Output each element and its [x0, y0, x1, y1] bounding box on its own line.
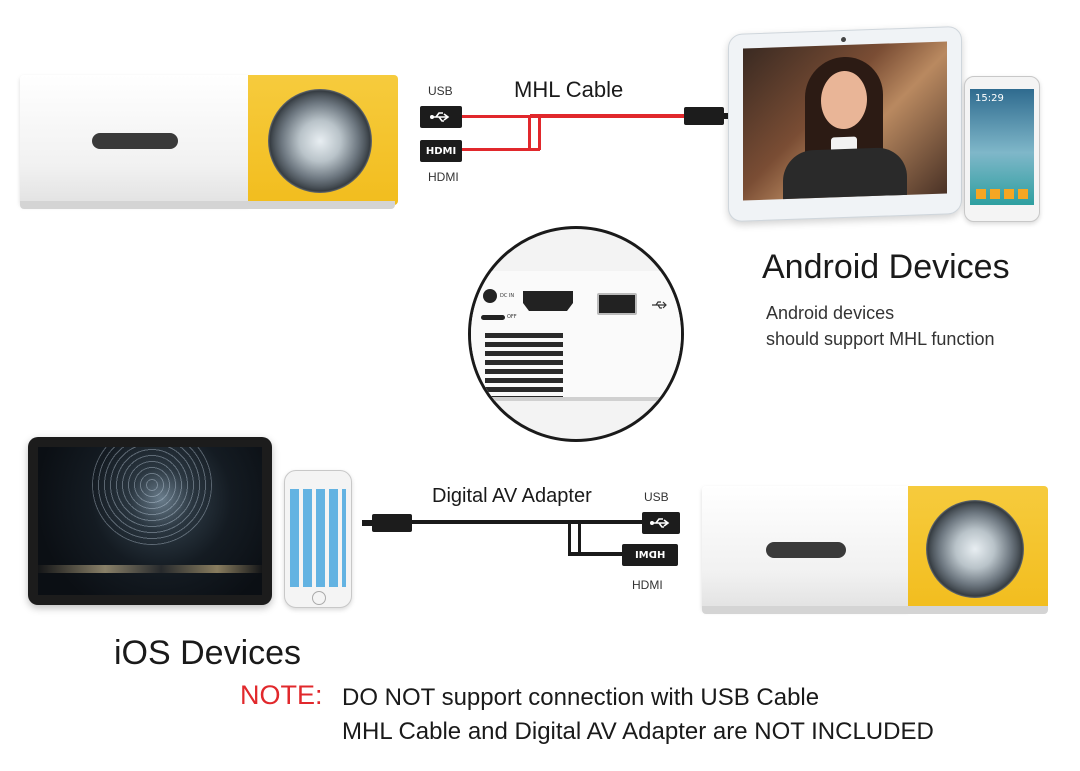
ipad-screen: [38, 447, 262, 595]
usb-icon: [651, 295, 669, 314]
android-tablet: [728, 25, 962, 223]
woman-sweater: [783, 146, 907, 201]
android-desc-line1: Android devices: [766, 303, 895, 323]
micro-usb-plug: [684, 107, 724, 125]
ports-closeup: DC IN OFF: [468, 226, 684, 442]
projector-base: [702, 606, 1048, 614]
projector-top: [20, 75, 398, 209]
lightning-plug: [372, 514, 412, 532]
ios-usb-plug: [642, 512, 680, 534]
ios-hdmi-plug: HDMI: [622, 544, 678, 566]
projector-vent: [766, 542, 846, 558]
lightning-tip: [362, 520, 372, 526]
power-switch: [481, 315, 505, 320]
adapter-branch-a: [568, 524, 571, 554]
usb-label: USB: [428, 84, 453, 98]
usb-icon: [650, 518, 670, 528]
hdmi-plug-text: HDMI: [634, 549, 666, 561]
power-off-label: OFF: [507, 314, 517, 320]
usb-cable-stub: [462, 115, 532, 118]
ios-hdmi-label: HDMI: [632, 578, 663, 592]
android-devices-title: Android Devices: [762, 248, 1010, 286]
mhl-cable-title: MHL Cable: [514, 77, 624, 102]
cable-branch-b: [538, 116, 541, 150]
phone-clock: 15:29: [975, 93, 1004, 104]
adapter-branch-b: [578, 524, 581, 554]
note-line1: DO NOT support connection with USB Cable: [342, 684, 820, 711]
ios-usb-label: USB: [644, 490, 669, 504]
horizon-lights: [38, 565, 262, 573]
cable-branch-a: [528, 116, 531, 150]
star-trails: [92, 447, 212, 545]
phone-app-icons: [976, 189, 1028, 199]
note-line2: MHL Cable and Digital AV Adapter are NOT…: [342, 718, 934, 745]
usb-plug: [420, 106, 462, 128]
iphone: [284, 470, 352, 608]
note-label: NOTE:: [240, 680, 323, 710]
mhl-cable: [530, 114, 686, 118]
iphone-screen: [290, 489, 346, 587]
camera-dot: [841, 36, 846, 43]
hdmi-cable-stub: [462, 148, 540, 151]
hdmi-port: [523, 291, 573, 311]
usb-port: [597, 293, 637, 315]
projector-vent: [92, 133, 178, 149]
phone-screen: 15:29: [970, 89, 1034, 205]
port-panel-edge: [471, 397, 681, 401]
vent-grille: [485, 333, 563, 397]
dc-in-label: DC IN: [500, 293, 515, 299]
usb-icon: [430, 112, 450, 122]
home-button: [312, 591, 326, 605]
android-phone: 15:29: [964, 76, 1040, 222]
projector-bottom: [702, 486, 1048, 614]
av-adapter-title: Digital AV Adapter: [432, 485, 592, 507]
av-adapter-cable: [412, 520, 644, 524]
projector-base: [20, 201, 395, 209]
tablet-screen: [743, 41, 947, 201]
ios-devices-title: iOS Devices: [114, 634, 302, 672]
android-desc-line2: should support MHL function: [766, 329, 995, 349]
ipad: [28, 437, 272, 605]
projector-lens: [926, 500, 1024, 598]
hdmi-branch: [568, 552, 622, 556]
projector-lens: [268, 89, 372, 193]
hdmi-label: HDMI: [428, 170, 459, 184]
hdmi-plug: HDMI: [420, 140, 462, 162]
dc-in-port: [483, 289, 497, 303]
